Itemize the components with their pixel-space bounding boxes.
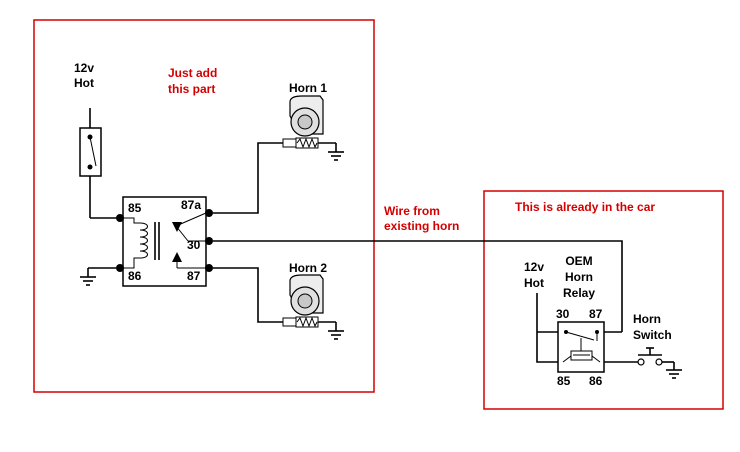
fuse-symbol [79,108,120,219]
right-box [483,190,724,410]
left-hot-label-1: 12v [74,61,94,75]
horn-switch-icon [604,347,682,379]
oem-relay [557,321,605,373]
left-hot-label-2: Hot [74,76,94,90]
oem-relay-label-2: Horn [565,270,593,284]
pin-85-right: 85 [557,374,571,388]
note-line-1: Just add [168,66,217,80]
pin-87-right: 87 [589,307,603,321]
oem-relay-label-1: OEM [565,254,592,268]
pin-87a-left: 87a [181,198,201,212]
ground-symbol-left [80,267,116,286]
horn-switch-label-1: Horn [633,312,661,326]
pin-87-left: 87 [187,269,201,283]
pin-86-left: 86 [128,269,142,283]
wire-note-line-1: Wire from [384,204,440,218]
pin-30-left: 30 [187,238,201,252]
note-line-2: this part [168,82,215,96]
horn-2-icon [282,274,344,340]
left-box [33,19,375,393]
oem-relay-label-3: Relay [563,286,595,300]
horn1-label: Horn 1 [289,81,327,95]
horn-1-icon [282,95,344,161]
relay-left [116,196,213,287]
pin-30-right: 30 [556,307,570,321]
wire-note-line-2: existing horn [384,219,459,233]
existing-horn-wire [213,240,623,332]
right-hot-label-2: Hot [524,276,544,290]
right-box-title: This is already in the car [515,200,655,214]
right-hot-label-1: 12v [524,260,544,274]
pin-86-right: 86 [589,374,603,388]
pin-85-left: 85 [128,201,142,215]
horn-switch-label-2: Switch [633,328,672,342]
horn2-label: Horn 2 [289,261,327,275]
